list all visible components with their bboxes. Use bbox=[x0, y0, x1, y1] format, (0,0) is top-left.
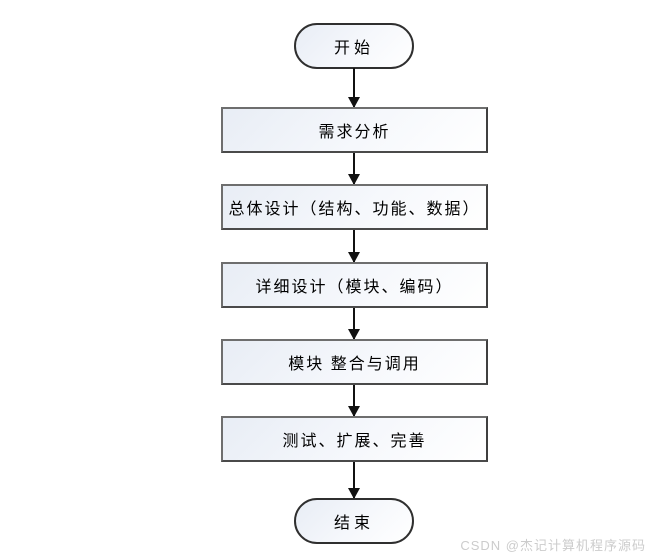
flow-node-label: 模块 整合与调用 bbox=[288, 356, 421, 373]
flow-arrow bbox=[348, 153, 360, 185]
flow-node-overall-design: 总体设计（结构、功能、数据） bbox=[221, 184, 488, 230]
flow-node-end: 结束 bbox=[294, 498, 414, 544]
flow-node-requirements-analysis: 需求分析 bbox=[221, 107, 488, 153]
flow-node-label: 开始 bbox=[333, 40, 374, 57]
flow-node-start: 开始 bbox=[294, 23, 414, 69]
flow-node-testing: 测试、扩展、完善 bbox=[221, 416, 488, 462]
flow-arrow bbox=[348, 68, 360, 108]
flow-arrow bbox=[348, 385, 360, 417]
flow-node-label: 总体设计（结构、功能、数据） bbox=[228, 201, 481, 218]
flow-arrow bbox=[348, 308, 360, 340]
flow-node-module-integration: 模块 整合与调用 bbox=[221, 339, 488, 385]
flow-node-label: 结束 bbox=[333, 515, 374, 532]
flow-node-detailed-design: 详细设计（模块、编码） bbox=[221, 262, 488, 308]
flow-arrow bbox=[348, 462, 360, 499]
flow-node-label: 详细设计（模块、编码） bbox=[255, 279, 454, 296]
flow-node-label: 需求分析 bbox=[318, 124, 391, 141]
watermark: CSDN @杰记计算机程序源码 bbox=[460, 538, 646, 553]
flow-node-label: 测试、扩展、完善 bbox=[282, 433, 427, 450]
flow-arrow bbox=[348, 230, 360, 263]
